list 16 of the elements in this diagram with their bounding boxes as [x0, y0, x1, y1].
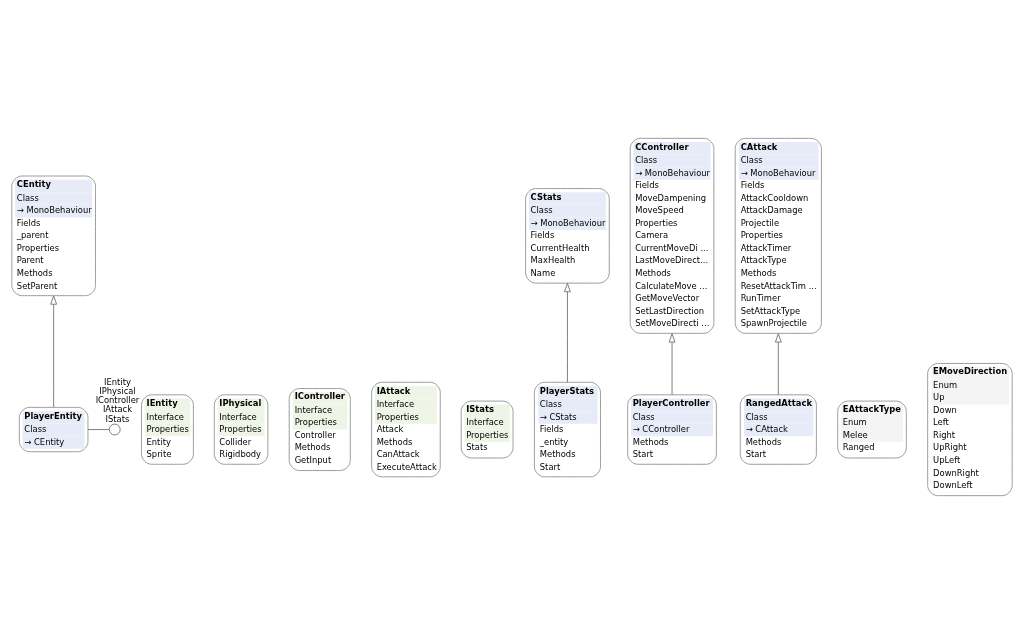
node-circle	[108, 423, 121, 436]
node-box: IStats Interface Properties Stats	[460, 400, 514, 459]
arrow	[50, 295, 57, 408]
arrow	[774, 333, 782, 396]
node-label: IAttack	[102, 404, 133, 415]
node-box: PlayerEntity Class → CEntity	[18, 406, 89, 453]
arrow	[668, 333, 676, 396]
node-box: EAttackType Enum Melee Ranged	[837, 400, 907, 459]
node-box: IAttack Interface Properties Attack Methods CanAttack ExecuteAttack	[371, 381, 441, 478]
node-label: IController	[95, 395, 140, 406]
node-box: CController Class → MonoBehaviour Fields MoveDampening MoveSpeed Properties Camera CurrentMoveDi ... LastMoveDirect... Methods CalculateMove ... GetMoveVector SetLastDirection SetMoveDirecti ...	[629, 137, 715, 334]
arrow	[564, 282, 571, 383]
node-label: IStats	[105, 413, 130, 424]
connector	[87, 429, 110, 430]
node-label: IEntity	[104, 376, 131, 387]
node-box: IPhysical Interface Properties Collider Rigidbody	[213, 394, 269, 465]
